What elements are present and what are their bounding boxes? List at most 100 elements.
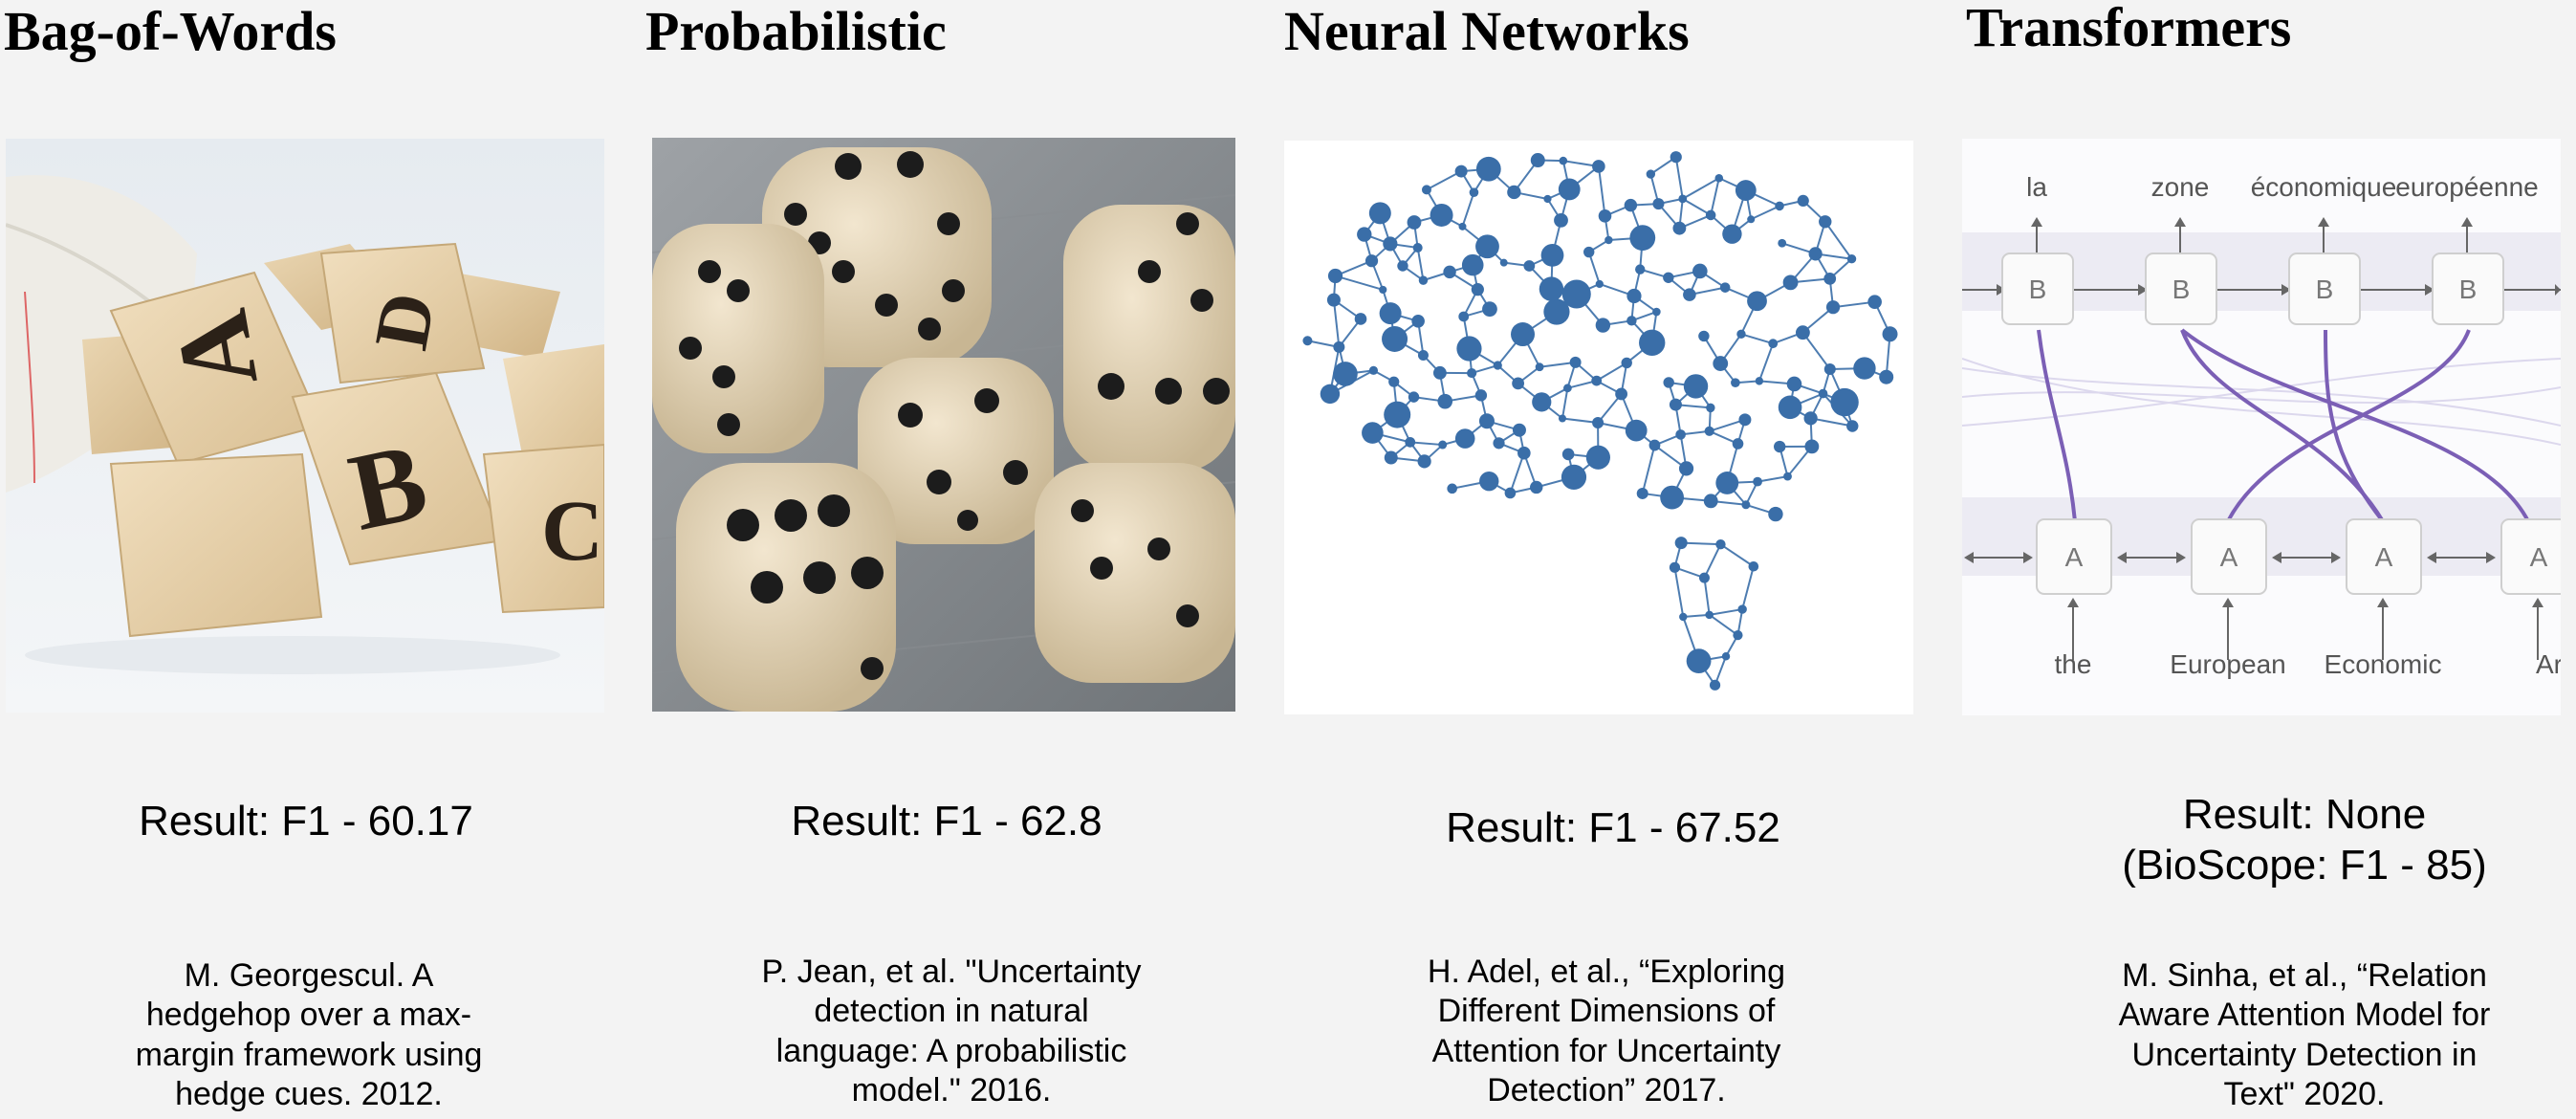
network-node	[1469, 187, 1479, 197]
network-node	[1846, 254, 1857, 264]
network-edge	[1332, 299, 1341, 348]
network-node	[1768, 339, 1779, 349]
network-node	[1775, 201, 1784, 211]
network-node	[1636, 487, 1648, 499]
network-node	[1698, 330, 1710, 342]
network-node	[1675, 429, 1686, 440]
network-node	[1786, 376, 1802, 392]
network-node	[1523, 260, 1536, 272]
network-node	[1302, 336, 1313, 346]
result-transformers: Result: None (BioScope: F1 - 85)	[1998, 790, 2576, 891]
network-node	[1559, 156, 1568, 165]
result-bag-of-words: Result: F1 - 60.17	[139, 798, 473, 845]
title-bag-of-words: Bag-of-Words	[4, 0, 337, 62]
network-edge	[1823, 221, 1853, 260]
network-node	[1417, 349, 1429, 361]
network-node	[1535, 362, 1544, 372]
network-edge	[1682, 197, 1712, 216]
network-node	[1629, 225, 1656, 252]
network-node	[1598, 209, 1612, 223]
network-node	[1625, 419, 1648, 442]
network-node	[1669, 561, 1681, 573]
top-word-la: la	[2026, 172, 2047, 202]
network-edge	[1757, 475, 1788, 483]
network-node	[1417, 454, 1431, 469]
network-node	[1326, 293, 1341, 307]
network-node	[1493, 361, 1502, 370]
network-node	[1721, 652, 1731, 661]
letter-blocks-image: A D B C	[6, 139, 604, 713]
network-edge	[1597, 165, 1606, 216]
network-node	[1823, 363, 1836, 376]
network-node	[1408, 391, 1420, 403]
network-node	[1478, 413, 1495, 429]
decoder-box-3: B	[2316, 274, 2334, 304]
network-node	[1698, 572, 1710, 583]
network-node	[1467, 367, 1477, 379]
network-node	[1808, 247, 1823, 261]
network-node	[1663, 272, 1674, 283]
network-edge	[1673, 567, 1685, 618]
network-node	[1411, 314, 1425, 328]
network-node	[1384, 401, 1411, 428]
network-node	[1461, 253, 1484, 276]
network-edge	[1683, 613, 1710, 619]
network-edge	[1709, 608, 1743, 616]
network-node	[1333, 362, 1358, 386]
network-edge	[1561, 387, 1569, 419]
network-node	[1705, 610, 1714, 620]
network-node	[1867, 295, 1882, 309]
title-neural-networks: Neural Networks	[1284, 0, 1690, 62]
network-node	[1447, 483, 1457, 494]
encoder-box-3: A	[2375, 542, 2393, 572]
network-node	[1530, 480, 1543, 494]
network-node	[1703, 494, 1718, 509]
network-node	[1454, 165, 1468, 178]
network-node	[1540, 244, 1564, 267]
network-node	[1585, 445, 1610, 470]
network-node	[1421, 185, 1431, 195]
bottom-word-area: Area	[2536, 649, 2561, 679]
network-node	[1670, 151, 1682, 164]
bottom-word-the: the	[2055, 649, 2092, 679]
network-node	[1652, 198, 1665, 210]
network-node	[1499, 258, 1508, 267]
network-node	[1327, 268, 1343, 284]
network-node	[1407, 215, 1422, 230]
attention-diagram-image: la zone économique européenne B B B B	[1962, 139, 2561, 715]
network-node	[1747, 215, 1756, 224]
network-node	[1569, 356, 1582, 368]
encoder-box-2: A	[2220, 542, 2238, 572]
network-node	[1768, 506, 1783, 522]
network-edge	[1561, 417, 1599, 424]
network-edge	[1641, 445, 1656, 494]
network-edge	[1409, 441, 1443, 447]
network-node	[1755, 377, 1764, 385]
network-node	[1474, 389, 1488, 402]
network-node	[1605, 235, 1613, 245]
network-edge	[1801, 332, 1831, 370]
network-node	[1674, 537, 1688, 550]
network-node	[1438, 440, 1448, 450]
network-edge	[1750, 205, 1780, 221]
network-node	[1683, 374, 1709, 399]
network-node	[1719, 282, 1731, 293]
network-node	[1683, 288, 1696, 301]
result-neural-networks: Result: F1 - 67.52	[1446, 804, 1780, 851]
citation-neural-networks: H. Adel, et al., “Exploring Different Di…	[1427, 954, 1786, 1109]
network-node	[1507, 185, 1521, 200]
network-node	[1379, 302, 1402, 325]
encoder-box-1: A	[2065, 542, 2084, 572]
network-node	[1458, 222, 1467, 230]
network-node	[1797, 194, 1809, 208]
network-node	[1430, 203, 1453, 227]
network-node	[1592, 417, 1605, 428]
network-edge	[1832, 300, 1875, 309]
network-node	[1432, 365, 1447, 380]
network-node	[1388, 376, 1400, 387]
network-node	[1646, 169, 1656, 179]
network-edge	[1416, 247, 1425, 281]
network-node	[1512, 377, 1525, 390]
network-node	[1639, 329, 1666, 357]
network-node	[1418, 275, 1429, 285]
